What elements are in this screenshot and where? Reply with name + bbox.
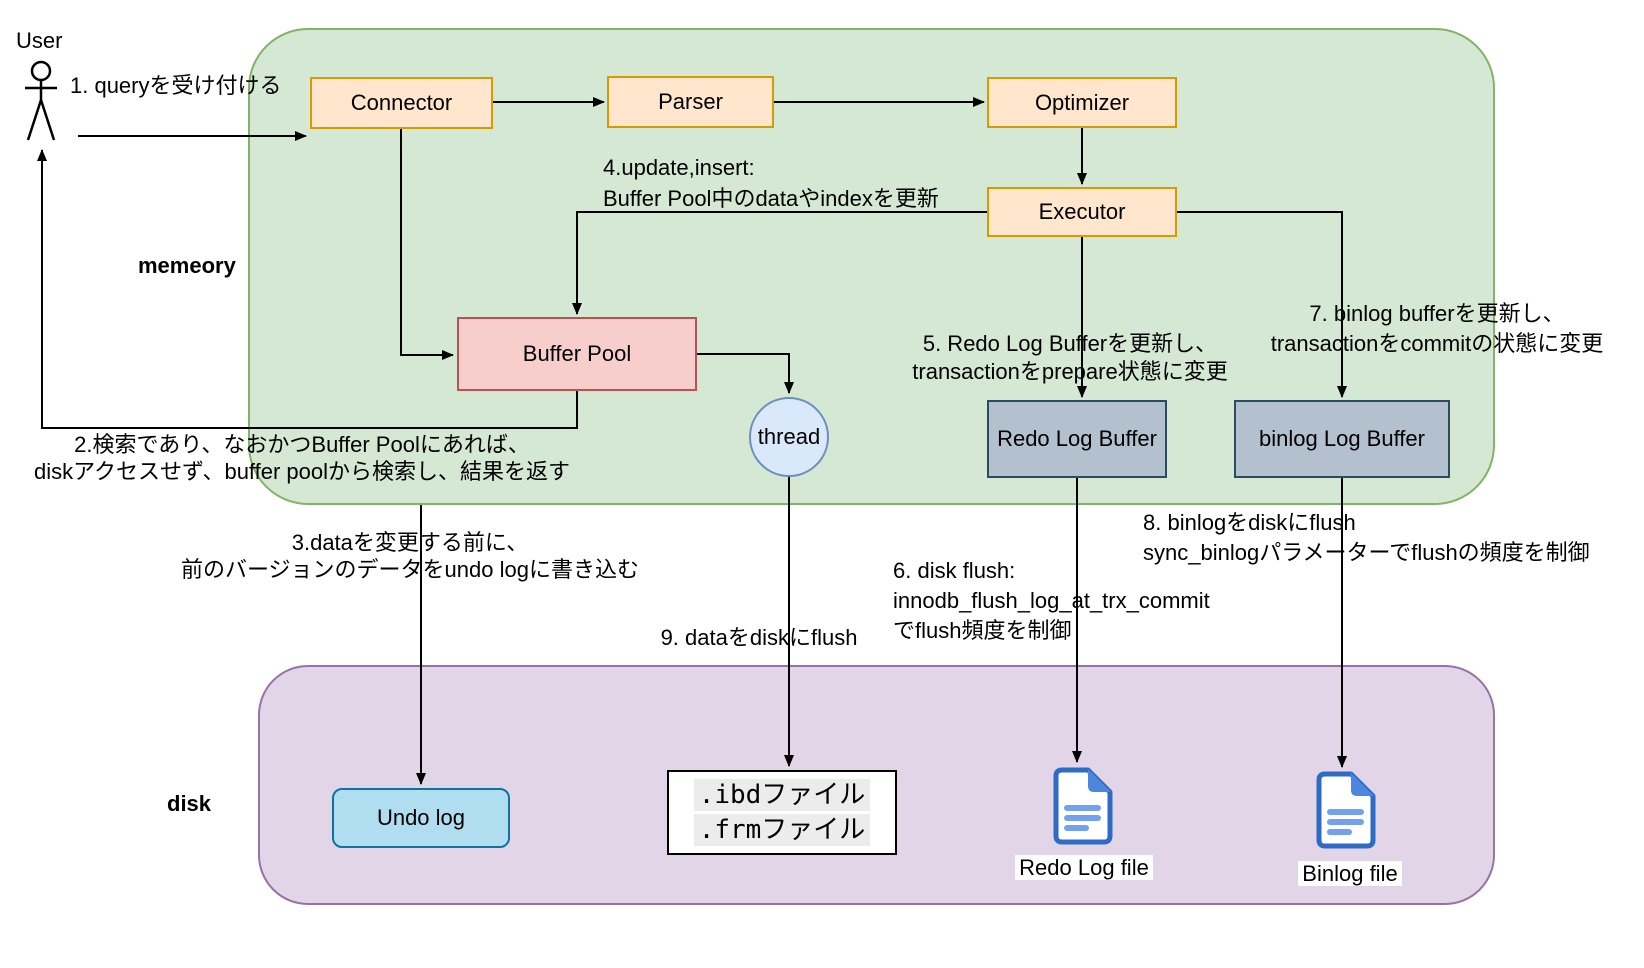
redo-log-file-label: Redo Log file — [1004, 855, 1164, 881]
arrow-buffer-pool-to-thread — [697, 353, 794, 394]
annotation-step5: 5. Redo Log Bufferを更新し、 transactionをprep… — [912, 331, 1228, 384]
annotation-step4: 4.update,insert: Buffer Pool中のdataやindex… — [603, 155, 939, 211]
redo-log-buffer-node: Redo Log Buffer — [987, 400, 1167, 478]
annotation-step2: 2.検索であり、なおかつBuffer Poolにあれば、 diskアクセスせず、… — [33, 432, 571, 484]
disk-region-label: disk — [167, 791, 212, 816]
arrow-executor-to-buffer-pool — [572, 211, 987, 315]
thread-node: thread — [749, 397, 829, 477]
arrow-executor-to-binlog-log-buffer — [1177, 211, 1347, 398]
ibd-file-label: .ibdファイル — [693, 779, 871, 811]
user-label: User — [16, 28, 63, 53]
binlog-file-label: Binlog file — [1270, 861, 1430, 887]
annotation-step9: 9. dataをdiskにflush — [660, 625, 858, 650]
memory-region-label: memeory — [138, 253, 236, 278]
annotation-step7: 7. binlog bufferを更新し、 transactionをcommit… — [1270, 301, 1604, 356]
executor-node: Executor — [987, 187, 1177, 237]
user-actor-icon — [25, 60, 57, 141]
arrow-buffer-pool-to-user — [37, 149, 578, 429]
arrow-connector-to-buffer-pool — [400, 129, 454, 360]
table-files-node: .ibdファイル .frmファイル — [667, 770, 897, 855]
annotation-step3: 3.dataを変更する前に、 前のバージョンのデータをundo logに書き込む — [181, 530, 639, 582]
binlog-file-icon — [1316, 771, 1376, 849]
parser-node: Parser — [607, 76, 774, 128]
annotation-step1: 1. queryを受け付ける — [70, 73, 282, 98]
binlog-log-buffer-node: binlog Log Buffer — [1234, 400, 1450, 478]
redo-log-file-icon — [1053, 767, 1113, 845]
connector-node: Connector — [310, 77, 493, 129]
annotation-step6: 6. disk flush: innodb_flush_log_at_trx_c… — [893, 558, 1210, 643]
annotation-step8: 8. binlogをdiskにflush sync_binlogパラメーターでf… — [1143, 510, 1590, 565]
buffer-pool-node: Buffer Pool — [457, 317, 697, 391]
optimizer-node: Optimizer — [987, 77, 1177, 128]
undo-log-node: Undo log — [332, 788, 510, 848]
frm-file-label: .frmファイル — [693, 814, 871, 846]
